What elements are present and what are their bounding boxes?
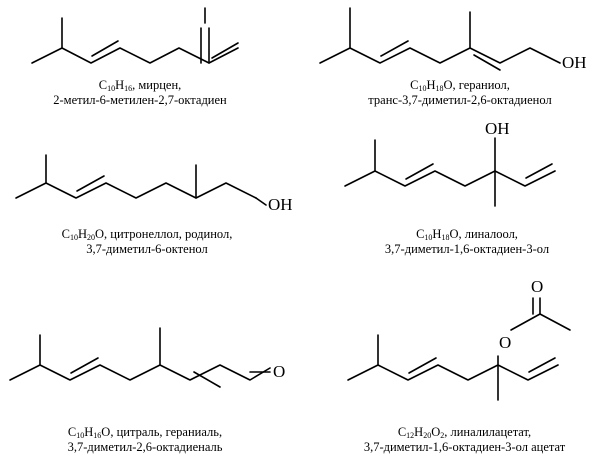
bond [377, 364, 559, 381]
bond [61, 47, 239, 64]
bond [255, 197, 267, 206]
myrcene-caption: C10H16, мирцен, 2-метил-6-метилен-2,7-ок… [20, 78, 260, 108]
formula-element: C [397, 425, 407, 439]
iupac-name: 3,7-диметил-1,6-октадиен-3-ол [384, 242, 550, 256]
formula-element: O [443, 78, 453, 92]
formula-subscript: 18 [441, 233, 450, 242]
citronellol-caption: C10H20O, цитронеллол, родинол, 3,7-димет… [12, 227, 282, 257]
formula-subscript: 10 [107, 84, 116, 93]
formula-element: O [431, 425, 441, 439]
trivial-name: , цитронеллол, родинол, [104, 227, 233, 241]
double-bond-line [91, 40, 119, 57]
citral-caption: C10H16O, цитраль, гераниаль, 3,7-диметил… [10, 425, 280, 455]
linalool-caption: C10H18O, линалоол, 3,7-диметил-1,6-октад… [332, 227, 602, 257]
formula-subscript: 10 [69, 233, 78, 242]
iupac-name: 3,7-диметил-1,6-октадиен-3-ол ацетат [363, 440, 566, 454]
carbonyl-oxygen-label: O [531, 277, 544, 296]
formula-element: C [67, 425, 77, 439]
formula-line: C10H16, мирцен, [20, 78, 260, 93]
formula-subscript: 2 [440, 431, 445, 440]
bond [39, 364, 271, 381]
formula-element: H [84, 425, 94, 439]
bond [344, 139, 376, 187]
double-bond-line [405, 163, 434, 180]
formula-subscript: 16 [124, 84, 133, 93]
trivial-name: , гераниол, [452, 78, 510, 92]
double-bond-line [76, 175, 105, 192]
double-bond-line [408, 357, 437, 374]
formula-subscript: 10 [76, 431, 85, 440]
formula-subscript: 18 [435, 84, 444, 93]
formula-element: C [98, 78, 108, 92]
formula-element: H [432, 227, 442, 241]
linalyl-acetate-structure [347, 297, 571, 401]
aldehyde-oxygen-label: O [273, 362, 286, 381]
formula-element: H [115, 78, 125, 92]
iupac-name: транс-3,7-диметил-2,6-октадиенол [368, 93, 552, 107]
trivial-name: , мирцен, [132, 78, 182, 92]
geraniol-caption: C10H18O, гераниол, транс-3,7-диметил-2,6… [325, 78, 595, 108]
trivial-name: , линалилацетат, [444, 425, 532, 439]
formula-subscript: 12 [406, 431, 415, 440]
formula-line: C10H16O, цитраль, гераниаль, [10, 425, 280, 440]
formula-line: C10H20O, цитронеллол, родинол, [12, 227, 282, 242]
myrcene-structure [31, 7, 239, 64]
formula-subscript: 10 [424, 233, 433, 242]
double-bond-line [528, 357, 556, 373]
formula-element: H [414, 425, 424, 439]
double-bond-line [380, 40, 409, 57]
double-bond-line [525, 163, 553, 179]
bond [510, 313, 571, 331]
linalyl-acetate-caption: C12H20O2, линалилацетат, 3,7-диметил-1,6… [322, 425, 607, 455]
formula-element: C [416, 227, 425, 241]
linalool-structure [344, 137, 556, 207]
iupac-name: 3,7-диметил-6-октенол [86, 242, 208, 256]
formula-line: C12H20O2, линалилацетат, [322, 425, 607, 440]
ester-oxygen-label: O [499, 333, 512, 352]
double-bond-line [193, 371, 221, 388]
bond [9, 334, 41, 381]
formula-line: C10H18O, гераниол, [325, 78, 595, 93]
bond [15, 154, 47, 199]
citronellol-structure [15, 154, 267, 206]
hydroxyl-atom-label: OH [562, 53, 587, 72]
formula-subscript: 20 [86, 233, 95, 242]
geraniol-structure [319, 7, 561, 71]
formula-subscript: 16 [93, 431, 102, 440]
bond [349, 47, 561, 64]
formula-element: H [77, 227, 87, 241]
double-bond-line [211, 42, 239, 59]
formula-element: O [101, 425, 111, 439]
formula-element: H [426, 78, 436, 92]
bond [31, 17, 63, 64]
formula-element: C [61, 227, 70, 241]
citral-structure [9, 327, 271, 388]
trivial-name: , линалоол, [458, 227, 518, 241]
formula-element: O [449, 227, 459, 241]
trivial-name: , цитраль, гераниаль, [110, 425, 223, 439]
hydroxyl-atom-label: OH [485, 119, 510, 138]
double-bond-line [473, 54, 501, 71]
iupac-name: 2-метил-6-метилен-2,7-октадиен [53, 93, 227, 107]
bond [347, 334, 379, 381]
double-bond-line [70, 357, 99, 374]
bond [374, 170, 556, 187]
iupac-name: 3,7-диметил-2,6-октадиеналь [67, 440, 223, 454]
formula-subscript: 10 [418, 84, 427, 93]
formula-element: C [410, 78, 419, 92]
formula-element: O [94, 227, 105, 241]
bond [45, 182, 257, 199]
hydroxyl-atom-label: OH [268, 195, 293, 214]
formula-subscript: 20 [423, 431, 432, 440]
bond [319, 7, 351, 64]
formula-line: C10H18O, линалоол, [332, 227, 602, 242]
